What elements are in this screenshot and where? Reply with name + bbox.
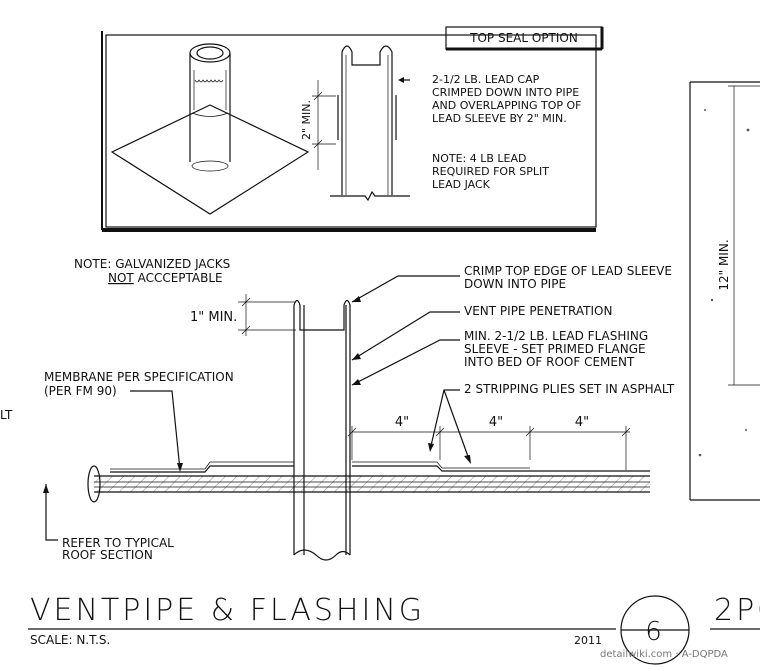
svg-text:(PER FM 90): (PER FM 90) — [44, 384, 117, 398]
crimp-note: CRIMP TOP EDGE OF LEAD SLEEVE DOWN INTO … — [464, 264, 672, 291]
svg-text:REFER TO TYPICAL: REFER TO TYPICAL — [62, 536, 174, 550]
leaders — [43, 275, 471, 541]
svg-text:DOWN INTO PIPE: DOWN INTO PIPE — [464, 277, 566, 291]
dim-1in-min: 1" MIN. — [190, 294, 296, 336]
not-emphasis: NOT — [108, 271, 134, 285]
inset-frame — [105, 34, 597, 228]
detail-number: 6 — [645, 617, 665, 647]
dim-4in-row: 4" 4" 4" — [347, 415, 631, 470]
jacks-note: NOTE: GALVANIZED JACKS NOT ACCCEPTABLE — [74, 257, 230, 285]
scale-label: SCALE: N.T.S. — [30, 633, 110, 647]
lead-note: NOTE: 4 LB LEAD REQUIRED FOR SPLIT LEAD … — [432, 152, 549, 191]
svg-text:AND OVERLAPPING TOP OF: AND OVERLAPPING TOP OF — [432, 99, 581, 112]
svg-text:ROOF SECTION: ROOF SECTION — [62, 548, 153, 562]
svg-text:CRIMPED DOWN INTO PIPE: CRIMPED DOWN INTO PIPE — [432, 86, 579, 99]
svg-text:INTO BED OF ROOF CEMENT: INTO BED OF ROOF CEMENT — [464, 355, 635, 369]
cap-note: 2-1/2 LB. LEAD CAP CRIMPED DOWN INTO PIP… — [432, 73, 581, 125]
top-seal-label: TOP SEAL OPTION — [469, 31, 578, 45]
svg-text:LEAD JACK: LEAD JACK — [432, 178, 491, 191]
dim-4in-1: 4" — [395, 415, 409, 430]
vent-note: VENT PIPE PENETRATION — [464, 304, 612, 318]
membrane-cut-end — [87, 465, 101, 503]
refer-note: REFER TO TYPICAL ROOF SECTION — [62, 536, 174, 562]
next-title: 2PC — [714, 593, 760, 628]
svg-text:NOTE: 4 LB LEAD: NOTE: 4 LB LEAD — [432, 152, 527, 165]
main-title: VENTPIPE & FLASHING — [30, 593, 425, 628]
main-section: 1" MIN. 4" 4" 4" — [0, 257, 675, 562]
svg-text:NOTE: GALVANIZED JACKS: NOTE: GALVANIZED JACKS — [74, 257, 230, 271]
svg-text:NOT ACCCEPTABLE: NOT ACCCEPTABLE — [108, 271, 223, 285]
dim-2in-label: 2" MIN. — [300, 100, 313, 140]
svg-text:SLEEVE - SET PRIMED FLANGE: SLEEVE - SET PRIMED FLANGE — [464, 342, 646, 356]
roof-layers — [87, 461, 650, 503]
dim-2in-min: 2" MIN. — [300, 80, 336, 170]
isometric-pipe-jack — [110, 43, 310, 215]
dim-4in-2: 4" — [489, 415, 503, 430]
dim-1in-label: 1" MIN. — [190, 310, 237, 325]
watermark: detailwiki.com · A-DQPDA — [600, 649, 728, 660]
top-seal-inset: TOP SEAL OPTION — [101, 26, 604, 232]
lead-cap-section — [330, 45, 410, 202]
svg-text:2-1/2 LB. LEAD CAP: 2-1/2 LB. LEAD CAP — [432, 73, 540, 86]
flashing-note: MIN. 2-1/2 LB. LEAD FLASHING SLEEVE - SE… — [464, 329, 648, 369]
svg-text:REQUIRED FOR SPLIT: REQUIRED FOR SPLIT — [432, 165, 549, 178]
svg-text:MEMBRANE PER SPECIFICATION: MEMBRANE PER SPECIFICATION — [44, 370, 234, 384]
stripping-note: 2 STRIPPING PLIES SET IN ASPHALT — [464, 382, 675, 396]
title-block: VENTPIPE & FLASHING SCALE: N.T.S. 2011 6… — [28, 593, 760, 665]
dim-4in-3: 4" — [575, 415, 589, 430]
left-edge-text: LT — [0, 408, 13, 422]
adjacent-detail-partial: 12" MIN. — [689, 81, 760, 501]
svg-text:LEAD SLEEVE BY 2" MIN.: LEAD SLEEVE BY 2" MIN. — [432, 112, 567, 125]
dim-12in-label: 12" MIN. — [717, 239, 731, 290]
year-label: 2011 — [574, 634, 602, 647]
svg-text:CRIMP TOP EDGE OF LEAD SLEEVE: CRIMP TOP EDGE OF LEAD SLEEVE — [464, 264, 672, 278]
membrane-note: MEMBRANE PER SPECIFICATION (PER FM 90) — [44, 370, 234, 398]
svg-text:MIN. 2-1/2 LB. LEAD FLASHING: MIN. 2-1/2 LB. LEAD FLASHING — [464, 329, 648, 343]
vent-pipe — [293, 299, 351, 561]
